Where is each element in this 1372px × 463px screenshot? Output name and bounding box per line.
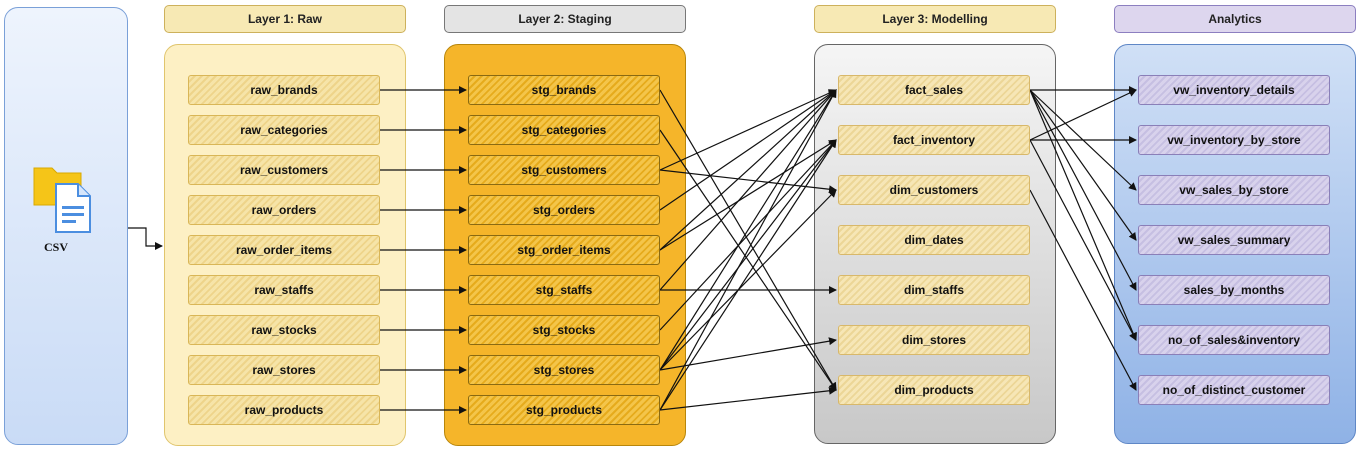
edge-stg-mod-14 (659, 89, 837, 411)
staging-node-stg-categories[interactable]: stg_categories (468, 115, 660, 145)
edge-stg-mod-12 (659, 189, 837, 371)
analytics-node-vw-inventory-details[interactable]: vw_inventory_details (1138, 75, 1330, 105)
staging-node-stg-stores[interactable]: stg_stores (468, 355, 660, 385)
csv-file-icon (32, 162, 98, 234)
edge-stg-mod-9 (659, 139, 837, 331)
edge-csv-raw (128, 227, 163, 250)
raw-node-raw-staffs[interactable]: raw_staffs (188, 275, 380, 305)
modelling-node-dim-dates[interactable]: dim_dates (838, 225, 1030, 255)
edge-stg-mod-0 (659, 89, 837, 391)
analytics-layer-title: Analytics (1114, 5, 1356, 33)
analytics-node-vw-sales-summary[interactable]: vw_sales_summary (1138, 225, 1330, 255)
edge-stg-mod-13 (659, 337, 837, 371)
raw-layer-title: Layer 1: Raw (164, 5, 406, 33)
modelling-node-fact-inventory[interactable]: fact_inventory (838, 125, 1030, 155)
edge-stg-mod-2 (659, 89, 837, 171)
modelling-node-fact-sales[interactable]: fact_sales (838, 75, 1030, 105)
edge-stg-mod-3 (659, 169, 837, 194)
edge-mod-an-3 (1029, 89, 1137, 291)
analytics-node-no-of-distinct-customer[interactable]: no_of_distinct_customer (1138, 375, 1330, 405)
analytics-node-sales-by-months[interactable]: sales_by_months (1138, 275, 1330, 305)
edge-mod-an-5 (1029, 89, 1137, 141)
csv-label: CSV (44, 240, 69, 254)
staging-node-stg-staffs[interactable]: stg_staffs (468, 275, 660, 305)
analytics-node-no-of-sales-inventory[interactable]: no_of_sales&inventory (1138, 325, 1330, 355)
raw-node-raw-order-items[interactable]: raw_order_items (188, 235, 380, 265)
staging-layer-title: Layer 2: Staging (444, 5, 686, 33)
edge-mod-an-8 (1029, 189, 1137, 391)
raw-node-raw-categories[interactable]: raw_categories (188, 115, 380, 145)
edge-stg-mod-10 (659, 89, 837, 371)
edge-stg-mod-6 (659, 139, 837, 251)
modelling-layer-title: Layer 3: Modelling (814, 5, 1056, 33)
modelling-node-dim-products[interactable]: dim_products (838, 375, 1030, 405)
edge-stg-mod-15 (659, 139, 837, 411)
edge-stg-mod-11 (659, 139, 837, 371)
edge-stg-mod-5 (659, 89, 837, 251)
raw-node-raw-customers[interactable]: raw_customers (188, 155, 380, 185)
edge-mod-an-7 (1029, 139, 1137, 341)
staging-node-stg-customers[interactable]: stg_customers (468, 155, 660, 185)
analytics-node-vw-inventory-by-store[interactable]: vw_inventory_by_store (1138, 125, 1330, 155)
raw-node-raw-brands[interactable]: raw_brands (188, 75, 380, 105)
edge-mod-an-2 (1029, 89, 1137, 241)
raw-node-raw-stocks[interactable]: raw_stocks (188, 315, 380, 345)
modelling-node-dim-stores[interactable]: dim_stores (838, 325, 1030, 355)
staging-node-stg-orders[interactable]: stg_orders (468, 195, 660, 225)
edge-mod-an-4 (1029, 89, 1137, 341)
raw-node-raw-products[interactable]: raw_products (188, 395, 380, 425)
staging-node-stg-brands[interactable]: stg_brands (468, 75, 660, 105)
edge-stg-mod-4 (659, 89, 837, 211)
raw-node-raw-stores[interactable]: raw_stores (188, 355, 380, 385)
modelling-node-dim-customers[interactable]: dim_customers (838, 175, 1030, 205)
modelling-node-dim-staffs[interactable]: dim_staffs (838, 275, 1030, 305)
raw-node-raw-orders[interactable]: raw_orders (188, 195, 380, 225)
staging-node-stg-products[interactable]: stg_products (468, 395, 660, 425)
analytics-node-vw-sales-by-store[interactable]: vw_sales_by_store (1138, 175, 1330, 205)
staging-node-stg-stocks[interactable]: stg_stocks (468, 315, 660, 345)
edge-stg-mod-16 (659, 386, 837, 411)
staging-node-stg-order-items[interactable]: stg_order_items (468, 235, 660, 265)
edge-stg-mod-7 (659, 89, 837, 291)
